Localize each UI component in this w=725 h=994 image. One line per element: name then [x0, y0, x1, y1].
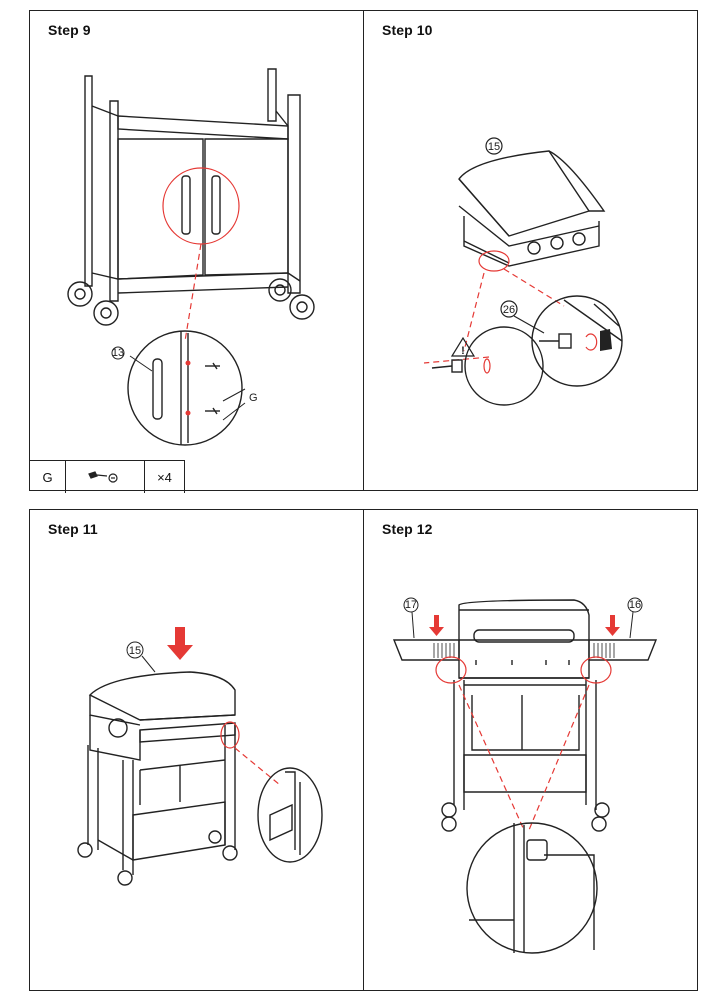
parts-table-quantity: ×4: [145, 461, 185, 493]
step-11-panel: Step 11: [29, 509, 364, 991]
step-10-illustration: 15 26 !: [423, 137, 623, 406]
step-12-title: Step 12: [382, 521, 433, 537]
callout-17: 17: [405, 599, 417, 611]
down-arrow-icon: [167, 627, 193, 660]
parts-table: G ×4: [30, 460, 185, 493]
callout-16: 16: [629, 599, 641, 611]
step-10-panel: Step 10: [363, 10, 698, 491]
parts-table-letter: G: [30, 461, 66, 493]
callout-13: 13: [112, 347, 124, 359]
step-11-title: Step 11: [48, 521, 98, 537]
callout-15: 15: [488, 141, 500, 153]
step-9-illustration: 13 G: [67, 68, 315, 446]
callout-26: 26: [503, 304, 515, 316]
callout-g: G: [249, 392, 258, 404]
step-12-illustration: 17 16: [392, 597, 658, 954]
warning-icon: !: [461, 345, 465, 357]
screw-icon: [66, 461, 145, 493]
down-arrow-icon: [429, 615, 620, 636]
step-9-title: Step 9: [48, 22, 91, 38]
step-9-panel: Step 9: [29, 10, 364, 493]
callout-15: 15: [129, 645, 141, 657]
step-10-title: Step 10: [382, 22, 433, 38]
step-11-illustration: 15: [77, 627, 323, 886]
step-12-panel: Step 12: [363, 509, 698, 991]
